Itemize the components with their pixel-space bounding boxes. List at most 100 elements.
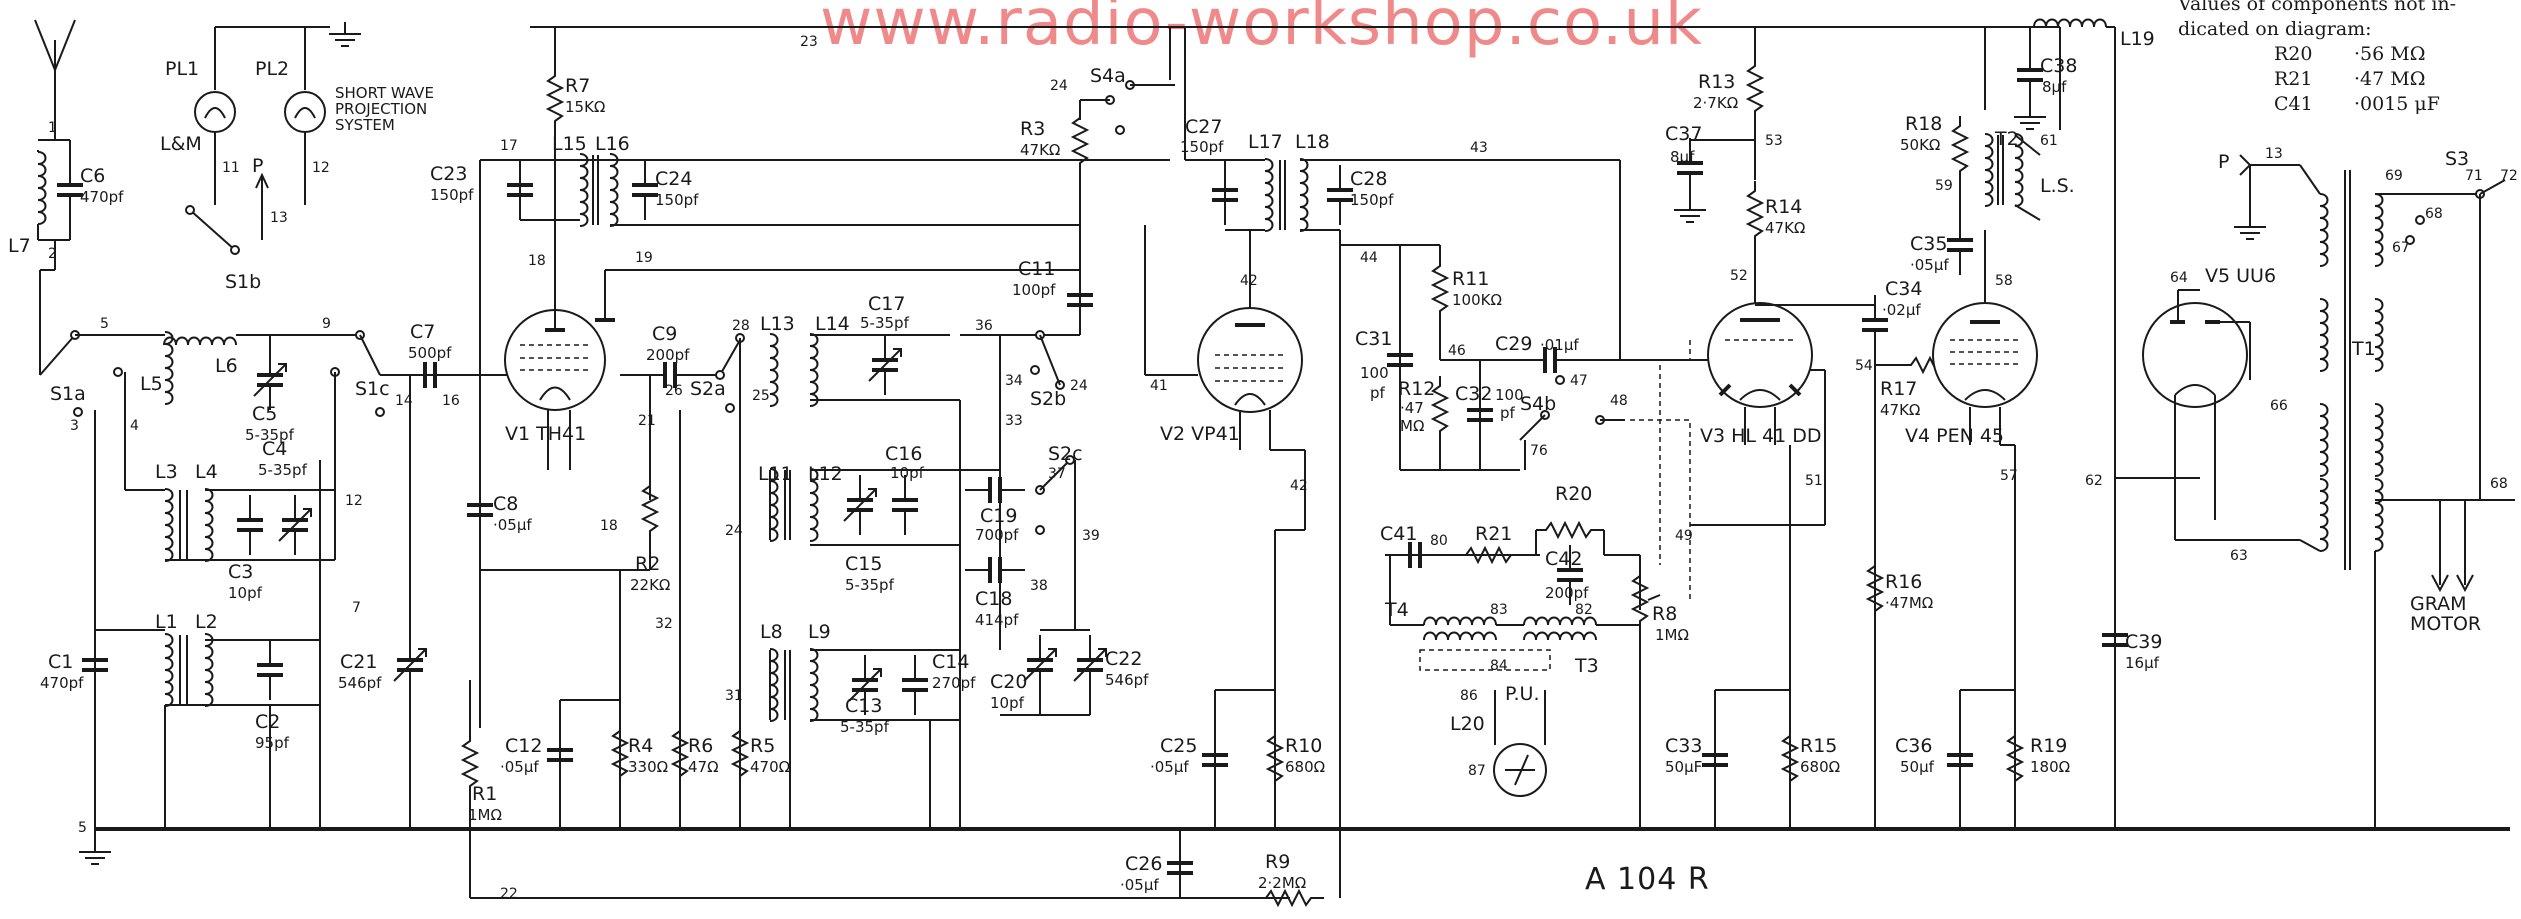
label-l16: L16 bbox=[595, 133, 630, 155]
node-81: 80 bbox=[1430, 533, 1448, 549]
label-l4: L4 bbox=[195, 461, 218, 483]
node-69: 67 bbox=[2392, 240, 2410, 256]
value-c22: 546pf bbox=[1105, 671, 1149, 689]
label-l14: L14 bbox=[815, 313, 850, 335]
value-c15: 5-35pf bbox=[845, 576, 895, 594]
value-r15: 680Ω bbox=[1800, 758, 1840, 776]
coil-l9 bbox=[809, 648, 819, 722]
coil-l15 bbox=[579, 153, 589, 227]
value-c39: 16μf bbox=[2125, 654, 2160, 672]
label-r4: R4 bbox=[628, 735, 653, 757]
label-sw-2: PROJECTION bbox=[335, 100, 427, 118]
label-lm: L&M bbox=[160, 133, 202, 155]
node-1: 1 bbox=[48, 120, 57, 136]
node-17: 17 bbox=[500, 138, 518, 154]
value-c3: 10pf bbox=[228, 584, 263, 602]
node-33: 32 bbox=[655, 616, 673, 632]
node-14: 14 bbox=[395, 393, 413, 409]
node-9: 9 bbox=[322, 316, 331, 332]
value-c37: 8μf bbox=[1670, 148, 1695, 166]
label-gram-1: GRAM bbox=[2410, 593, 2467, 615]
value-r16: ·47MΩ bbox=[1885, 594, 1933, 612]
label-c32: C32 bbox=[1455, 383, 1492, 405]
label-p-mains: P bbox=[2218, 151, 2229, 173]
notes-ref: R21 bbox=[2274, 68, 2313, 90]
label-c24: C24 bbox=[655, 168, 692, 190]
label-c11: C11 bbox=[1018, 258, 1055, 280]
label-r15: R15 bbox=[1800, 735, 1837, 757]
label-s2b: S2b bbox=[1030, 388, 1066, 410]
coil-l6 bbox=[163, 336, 237, 346]
aerial-icon bbox=[34, 19, 76, 140]
node-8: 12 bbox=[345, 493, 363, 509]
node-39: 38 bbox=[1030, 578, 1048, 594]
value-c35: ·05μf bbox=[1910, 256, 1949, 274]
node-86: 86 bbox=[1460, 688, 1478, 704]
resistor-r7 bbox=[547, 65, 563, 135]
value-c13: 5-35pf bbox=[840, 718, 890, 736]
node-74: 71 bbox=[2465, 168, 2483, 184]
label-l19: L19 bbox=[2120, 28, 2155, 50]
output-transformer-t2 bbox=[1984, 133, 1994, 207]
node-82: 82 bbox=[1575, 602, 1593, 618]
label-c23: C23 bbox=[430, 163, 467, 185]
node-67: 66 bbox=[2270, 398, 2288, 414]
coil-l3 bbox=[164, 488, 174, 562]
label-r10: R10 bbox=[1285, 735, 1322, 757]
smoothing-choke-l19 bbox=[2033, 18, 2107, 28]
value-c34: ·02μf bbox=[1882, 301, 1921, 319]
label-c7: C7 bbox=[410, 321, 435, 343]
node-66: 64 bbox=[2170, 270, 2188, 286]
node-76: 72 bbox=[2500, 168, 2518, 184]
capacitor-c14 bbox=[900, 653, 930, 717]
node-41: 39 bbox=[1082, 528, 1100, 544]
coil-l4 bbox=[204, 488, 214, 562]
node-59: 58 bbox=[1995, 273, 2013, 289]
coil-l2 bbox=[204, 633, 214, 707]
node-71: 68 bbox=[2425, 206, 2443, 222]
node-80: 76 bbox=[1530, 443, 1548, 459]
node-2: 2 bbox=[48, 246, 57, 262]
component-notes: Values of components not in- dicated on … bbox=[2178, 0, 2518, 117]
valve-v5 bbox=[2142, 302, 2248, 408]
value-c31-1: 100 bbox=[1360, 364, 1389, 382]
label-s4b: S4b bbox=[1520, 393, 1556, 415]
label-c31: C31 bbox=[1355, 328, 1392, 350]
node-43: 42 bbox=[1290, 478, 1308, 494]
label-c15: C15 bbox=[845, 553, 882, 575]
label-c4: C4 bbox=[262, 438, 287, 460]
value-c36: 50μf bbox=[1900, 758, 1935, 776]
notes-ref: C41 bbox=[2274, 93, 2313, 115]
label-r1: R1 bbox=[472, 783, 497, 805]
label-pl2: PL2 bbox=[255, 58, 289, 80]
node-3: 3 bbox=[70, 418, 79, 434]
capacitor-c35 bbox=[1945, 213, 1975, 277]
node-6: 5 bbox=[100, 316, 109, 332]
node-5: 5 bbox=[78, 820, 87, 836]
coil-l17 bbox=[1264, 158, 1274, 232]
transformer-t3 bbox=[1523, 616, 1597, 626]
capacitor-c19 bbox=[963, 475, 1027, 505]
label-l8: L8 bbox=[760, 621, 783, 643]
label-c5: C5 bbox=[252, 403, 277, 425]
value-c6: 470pf bbox=[80, 188, 124, 206]
label-c28: C28 bbox=[1350, 168, 1387, 190]
value-c23: 150pf bbox=[430, 186, 474, 204]
value-c11: 100pf bbox=[1012, 281, 1056, 299]
label-s2c: S2c bbox=[1048, 443, 1083, 465]
label-l3: L3 bbox=[155, 461, 178, 483]
node-72: 69 bbox=[2385, 168, 2403, 184]
value-c14: 270pf bbox=[932, 674, 976, 692]
value-c27: 150pf bbox=[1180, 138, 1224, 156]
node-61: 59 bbox=[1935, 178, 1953, 194]
coil-l16 bbox=[609, 153, 619, 227]
label-c8: C8 bbox=[493, 493, 518, 515]
label-s1b: S1b bbox=[225, 271, 261, 293]
node-24: 23 bbox=[800, 34, 818, 50]
label-c33: C33 bbox=[1665, 735, 1702, 757]
node-87: 87 bbox=[1468, 763, 1486, 779]
electrolytic-c37 bbox=[1675, 136, 1705, 200]
value-c4: 5-35pf bbox=[258, 461, 308, 479]
notes-value: ·56 MΩ bbox=[2354, 43, 2426, 65]
earth-icon bbox=[2233, 214, 2267, 240]
